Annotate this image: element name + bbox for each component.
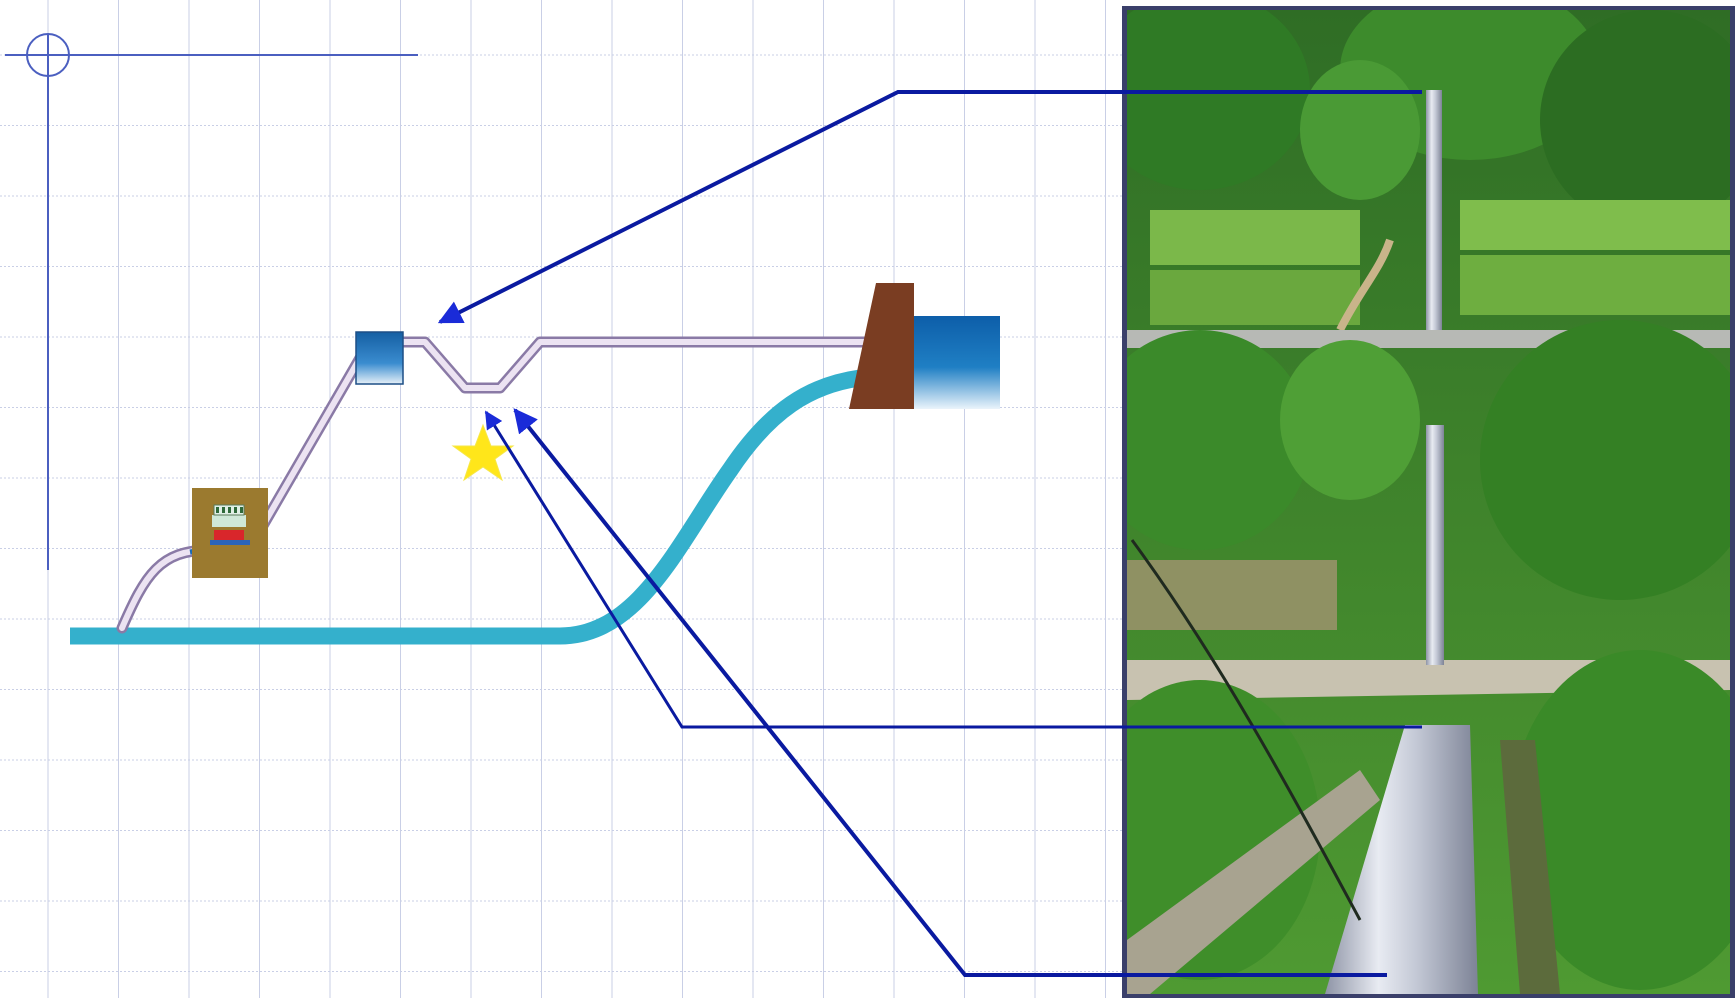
crosshair-icon: [5, 33, 418, 570]
head-tank-icon: [355, 331, 404, 385]
callout-leader-middle: [484, 410, 1422, 729]
callout-leaders: [437, 90, 1422, 977]
background-grid: [0, 0, 1122, 998]
penstock-photograph: [1122, 6, 1735, 998]
river-channel: [70, 369, 862, 645]
water-tank-icon: [905, 316, 1000, 409]
callout-leader-upper: [437, 90, 1422, 324]
star-icon: [451, 423, 515, 482]
headrace-pipeline: [116, 336, 886, 634]
power-station-icon: [192, 488, 268, 578]
dam-wall-icon: [849, 283, 914, 409]
callout-leader-lower: [513, 408, 1387, 977]
